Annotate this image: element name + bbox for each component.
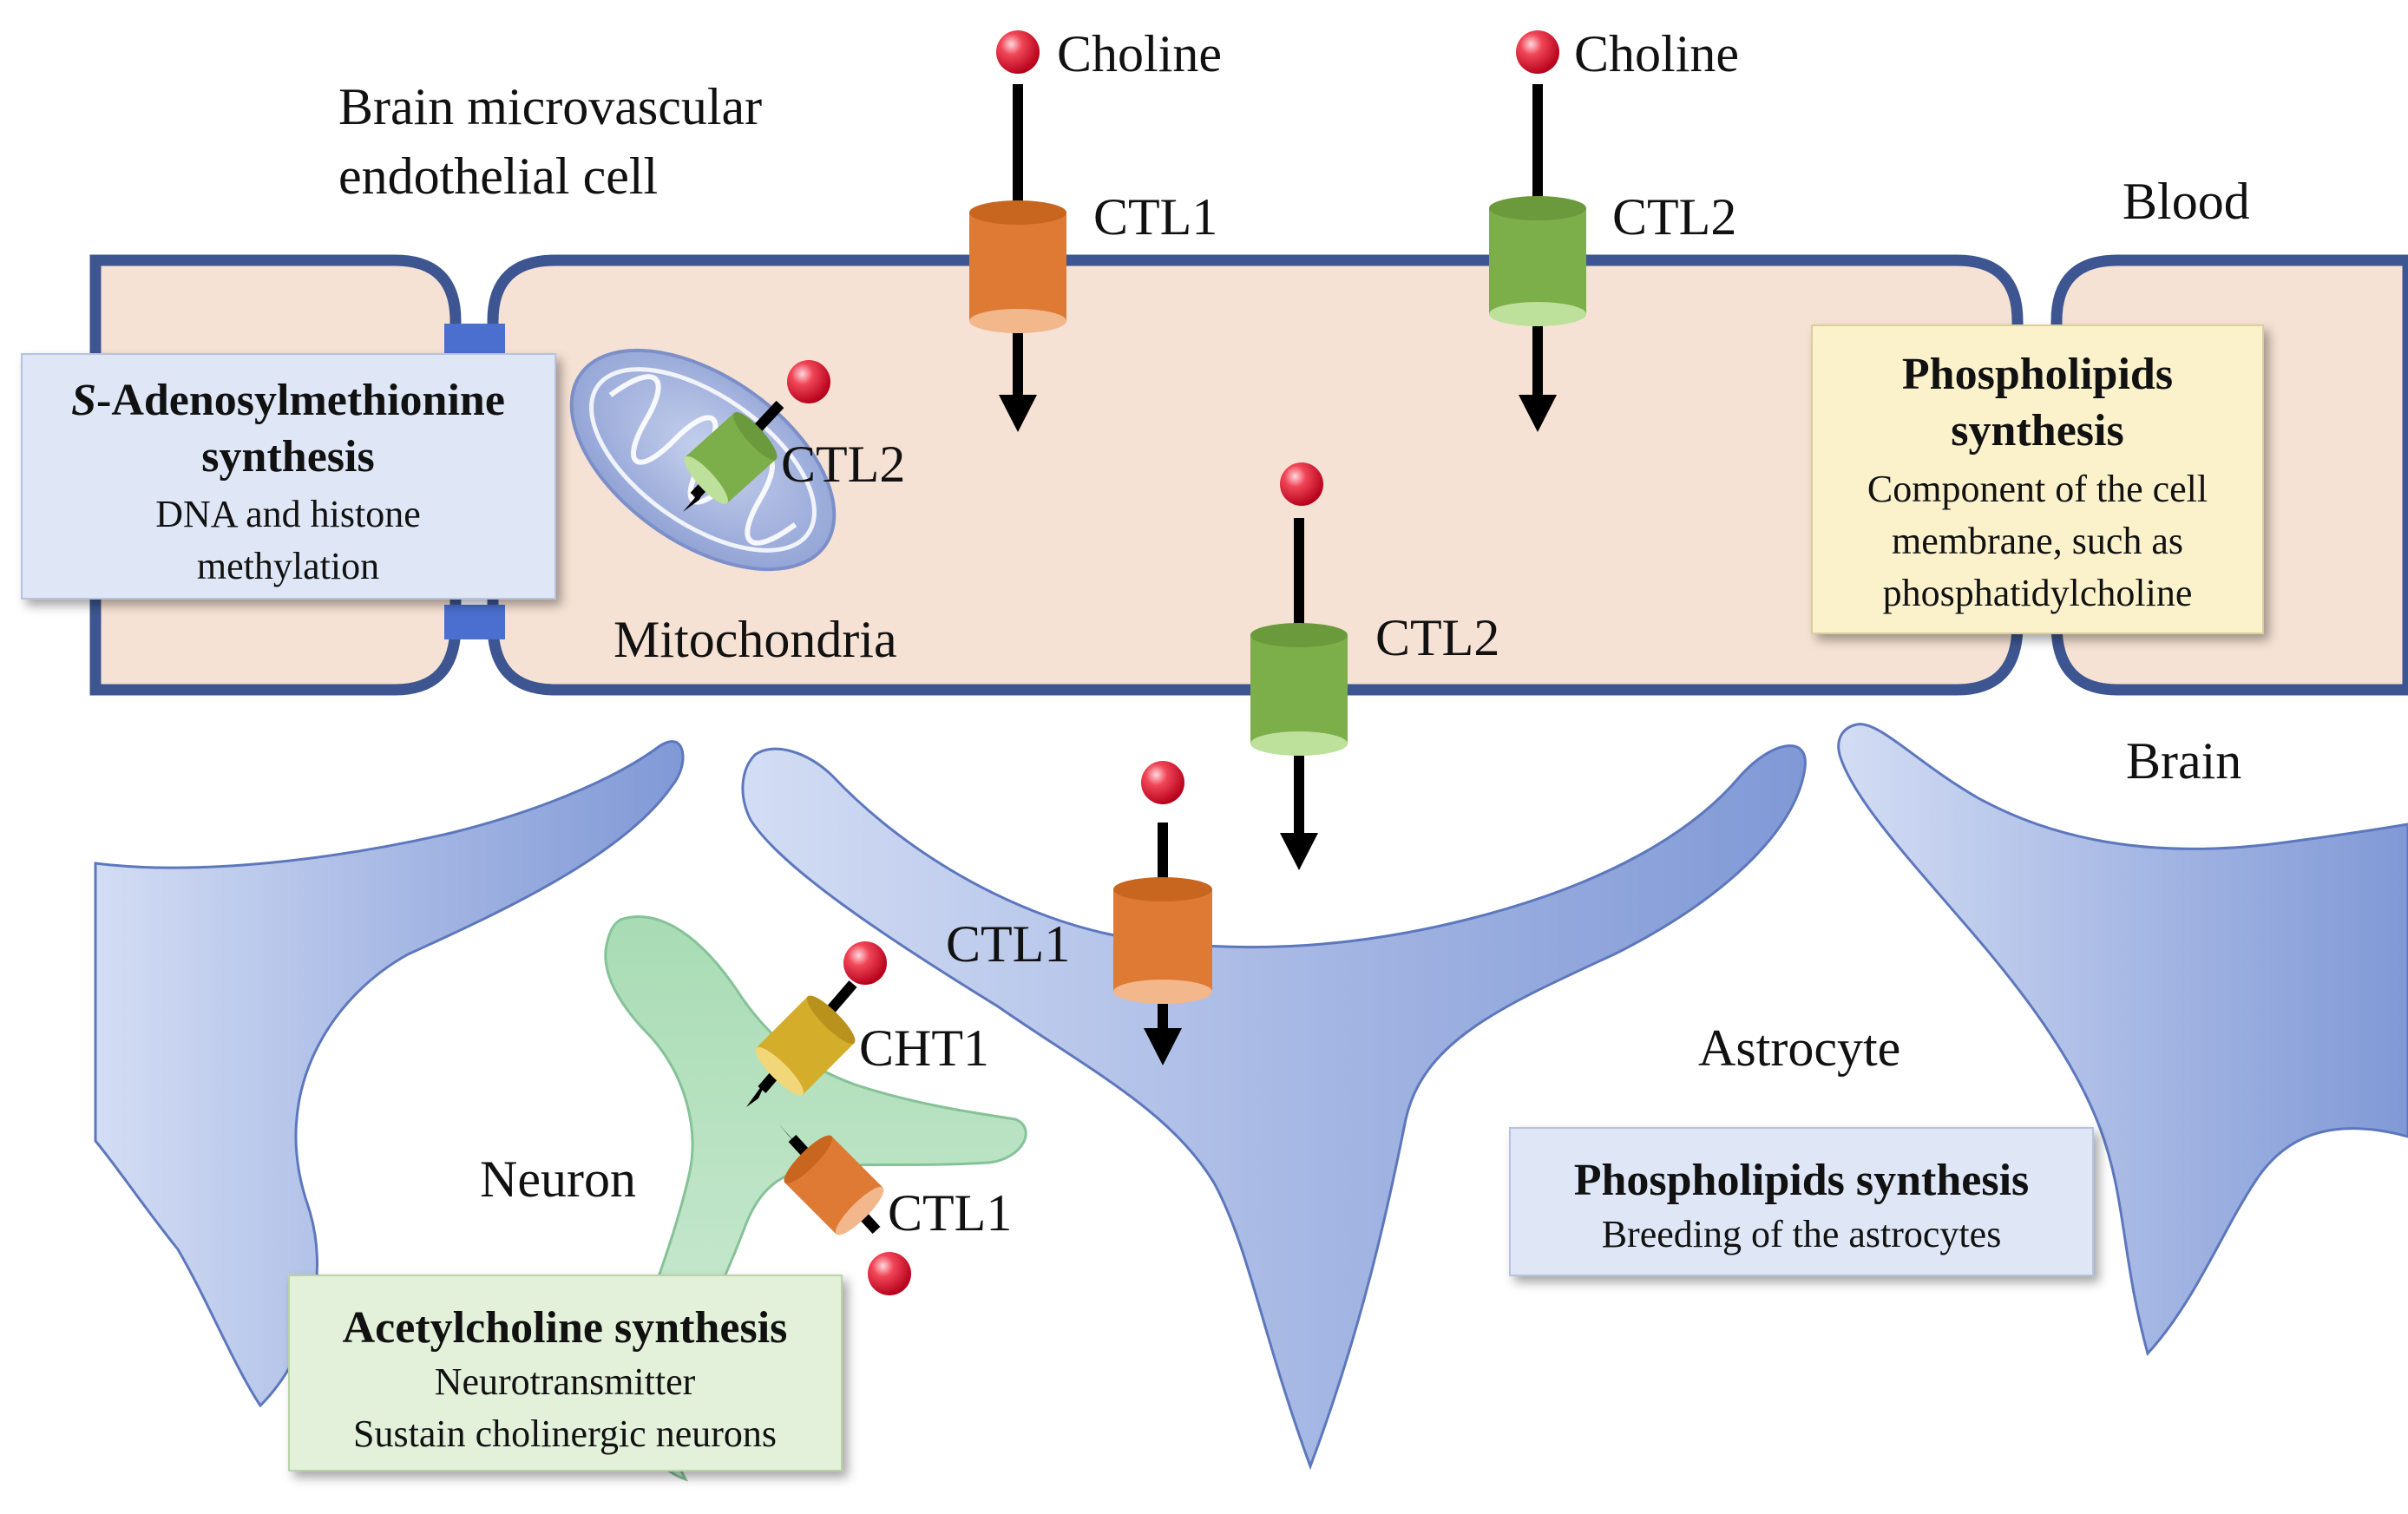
label-astrocyte: Astrocyte: [1698, 1019, 1900, 1077]
sam-synthesis-box: S-Adenosylmethionine synthesis DNA and h…: [21, 353, 556, 600]
label-choline-2: Choline: [1574, 25, 1739, 82]
label-neuron: Neuron: [480, 1150, 636, 1208]
label-ctl2-basal: CTL2: [1375, 609, 1499, 666]
label-endothelial-2: endothelial cell: [338, 147, 658, 205]
phospho-endo-title-1: Phospholipids: [1902, 350, 2173, 399]
sam-title-line1: S-Adenosylmethionine: [71, 376, 505, 425]
choline-icon: [868, 1252, 911, 1295]
label-mitochondria: Mitochondria: [613, 611, 897, 668]
phospholipid-endothelial-box: Phospholipids synthesis Component of the…: [1811, 324, 2264, 634]
phospho-astro-body: Breeding of the astrocytes: [1602, 1213, 2002, 1255]
choline-icon: [996, 30, 1040, 74]
phospholipid-astrocyte-box: Phospholipids synthesis Breeding of the …: [1509, 1127, 2094, 1276]
label-endothelial-1: Brain microvascular: [338, 78, 762, 135]
choline-icon: [1280, 462, 1323, 506]
ctl2-transporter-basal: [1250, 623, 1348, 756]
choline-icon: [843, 941, 887, 985]
acetylcholine-body-2: Sustain cholinergic neurons: [353, 1412, 777, 1455]
label-cht1: CHT1: [859, 1019, 989, 1077]
phospho-endo-body-2: membrane, such as: [1892, 520, 2183, 562]
ctl1-transporter-astrocyte: [1113, 877, 1212, 1004]
choline-icon: [787, 360, 830, 403]
choline-icon: [1141, 761, 1184, 804]
ctl2-transporter-top: [1489, 196, 1586, 326]
cht1-transporter-neuron: [755, 995, 856, 1096]
ctl2-transporter-mitochondria: [684, 411, 778, 505]
arrowheads: [683, 395, 1557, 1154]
label-ctl2-top: CTL2: [1612, 188, 1736, 246]
astrocyte-right: [1837, 723, 2408, 1357]
label-ctl1-top: CTL1: [1093, 188, 1217, 246]
text-labels: Brain microvascular endothelial cell Cho…: [338, 25, 2250, 1242]
tight-junction-bottom: [444, 605, 505, 639]
label-ctl1-neuron: CTL1: [888, 1184, 1012, 1242]
acetylcholine-body-1: Neurotransmitter: [435, 1360, 696, 1403]
label-ctl1-astro: CTL1: [946, 915, 1070, 973]
acetylcholine-title: Acetylcholine synthesis: [343, 1303, 788, 1353]
phospho-endo-title-2: synthesis: [1951, 406, 2123, 456]
ctl1-transporter-top: [969, 200, 1066, 333]
label-choline-1: Choline: [1057, 25, 1222, 82]
acetylcholine-box: Acetylcholine synthesis Neurotransmitter…: [288, 1275, 843, 1471]
sam-body-line2: methylation: [197, 545, 379, 587]
main-endothelial-cell: [487, 254, 2024, 696]
ctl1-transporter-neuron: [784, 1135, 884, 1235]
phospho-endo-body-1: Component of the cell: [1867, 468, 2208, 510]
astrocyte-left: [94, 740, 685, 1408]
sam-body-line1: DNA and histone: [155, 493, 421, 535]
choline-molecules: [787, 30, 1559, 1295]
phospho-endo-body-3: phosphatidylcholine: [1883, 572, 2193, 614]
label-ctl2-mito: CTL2: [781, 436, 905, 493]
label-brain: Brain: [2126, 732, 2241, 790]
sam-title-line2: synthesis: [201, 432, 374, 482]
label-blood: Blood: [2123, 173, 2250, 230]
choline-icon: [1516, 30, 1559, 74]
phospho-astro-title: Phospholipids synthesis: [1574, 1156, 2030, 1205]
